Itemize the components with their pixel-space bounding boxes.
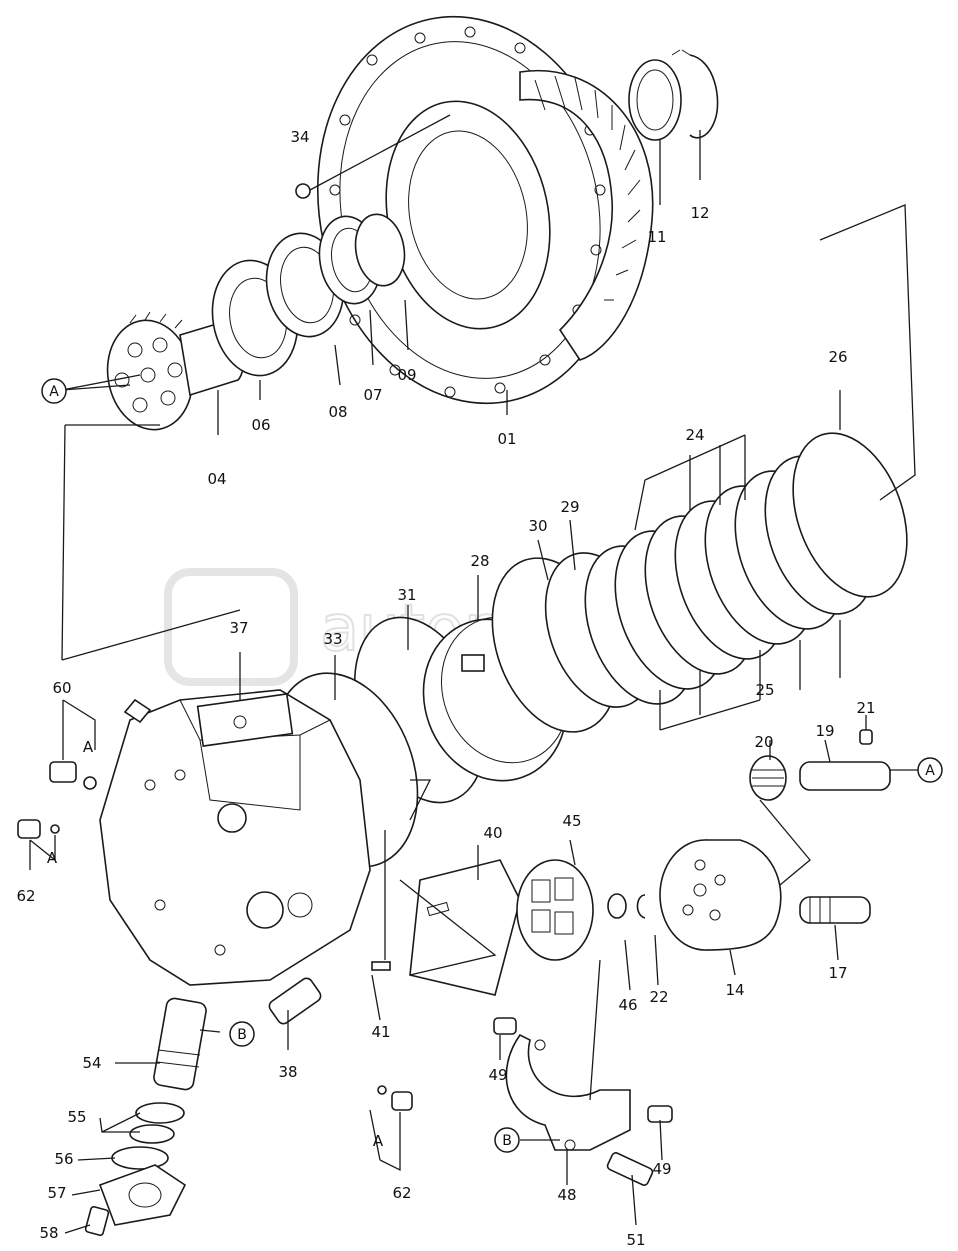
part-60-plug	[49, 761, 97, 790]
callout-38: 38	[278, 1063, 297, 1081]
part-09-ring	[354, 213, 406, 287]
callout-26: 26	[828, 348, 847, 366]
callout-06: 06	[251, 416, 270, 434]
callout-60: 60	[52, 679, 71, 697]
svg-text:A: A	[49, 384, 59, 400]
callout-28: 28	[470, 552, 489, 570]
part-01-hub-housing	[316, 15, 654, 405]
part-38-plug	[268, 977, 322, 1025]
callout-55: 55	[67, 1108, 86, 1126]
part-56-flange	[98, 1164, 187, 1226]
callout-08: 08	[328, 403, 347, 421]
part-57-o-ring	[111, 1146, 169, 1170]
part-49-bolt-b	[647, 1105, 673, 1123]
part-46-ring	[607, 893, 627, 919]
part-49-bolt-a	[493, 1017, 517, 1035]
circle-ref-a-right: A	[917, 757, 943, 783]
callout-62b: 62	[392, 1184, 411, 1202]
part-58-bolt	[84, 1205, 110, 1237]
callout-62a: 62	[16, 887, 35, 905]
callout-12: 12	[690, 204, 709, 222]
part-51-bolt	[606, 1152, 654, 1186]
callout-20: 20	[754, 733, 773, 751]
callout-56: 57	[47, 1184, 66, 1202]
callout-11: 11	[647, 228, 666, 246]
part-22-snap-ring	[636, 894, 646, 919]
svg-text:A: A	[925, 763, 935, 779]
callout-04: 04	[207, 470, 226, 488]
part-41-pin	[371, 961, 391, 971]
part-04-planetary-carrier	[106, 311, 245, 431]
part-40-valve-plate	[409, 859, 521, 996]
svg-text:B: B	[502, 1133, 512, 1149]
callout-24: 24	[685, 426, 704, 444]
part-37-motor-body	[99, 689, 371, 986]
part-26-plate	[792, 432, 908, 598]
callout-33: 33	[323, 630, 342, 648]
callout-07: 07	[363, 386, 382, 404]
callout-21: 21	[856, 699, 875, 717]
callout-58: 58	[39, 1224, 58, 1242]
callout-46: 46	[618, 996, 637, 1014]
leader-lines	[29, 114, 920, 1234]
callout-51: 51	[626, 1231, 645, 1249]
callout-30: 30	[528, 517, 547, 535]
svg-text:B: B	[237, 1027, 247, 1043]
callout-31: 31	[397, 586, 416, 604]
part-34-o-ring	[295, 183, 311, 199]
callout-14: 14	[725, 981, 744, 999]
callout-45: 45	[562, 812, 581, 830]
callout-09: 09	[397, 366, 416, 384]
callout-37: 37	[229, 619, 248, 637]
small-a-2: A	[47, 849, 58, 867]
callout-29: 29	[560, 498, 579, 516]
callout-54: 54	[82, 1054, 101, 1072]
callout-41: 41	[371, 1023, 390, 1041]
circle-ref-a-left: A	[41, 378, 67, 404]
part-20-spring	[749, 755, 787, 801]
part-62-plug-left	[17, 819, 60, 839]
part-19-piston	[799, 761, 891, 791]
callout-48: 48	[557, 1186, 576, 1204]
small-a-1: A	[83, 738, 94, 756]
callout-labels: 01 04 06 07 08 09 11 12 14 17 19 20 21 2…	[16, 128, 875, 1249]
callout-22: 22	[649, 988, 668, 1006]
part-12-snap-ring	[671, 49, 719, 139]
part-54-relief-valve	[153, 997, 207, 1091]
part-55-rings	[129, 1102, 185, 1144]
part-62-plug-bottom	[377, 1085, 413, 1111]
part-14-swash-plate	[659, 839, 782, 951]
callout-34: 34	[290, 128, 309, 146]
callout-57: 56	[54, 1150, 73, 1168]
callout-19: 19	[815, 722, 834, 740]
circle-ref-b-2: B	[494, 1127, 520, 1153]
callout-01: 01	[497, 430, 516, 448]
callout-17: 17	[828, 964, 847, 982]
part-21-pin	[859, 729, 873, 745]
callout-49b: 49	[652, 1160, 671, 1178]
callout-25: 25	[755, 681, 774, 699]
part-17-pin	[799, 896, 871, 924]
part-11-seal	[628, 59, 682, 141]
callout-40: 40	[483, 824, 502, 842]
circle-ref-b-1: B	[229, 1021, 255, 1047]
small-a-3: A	[373, 1132, 384, 1150]
part-48-lever	[505, 1033, 631, 1151]
callout-49a: 49	[488, 1066, 507, 1084]
part-45-cylinder-block	[516, 859, 594, 961]
